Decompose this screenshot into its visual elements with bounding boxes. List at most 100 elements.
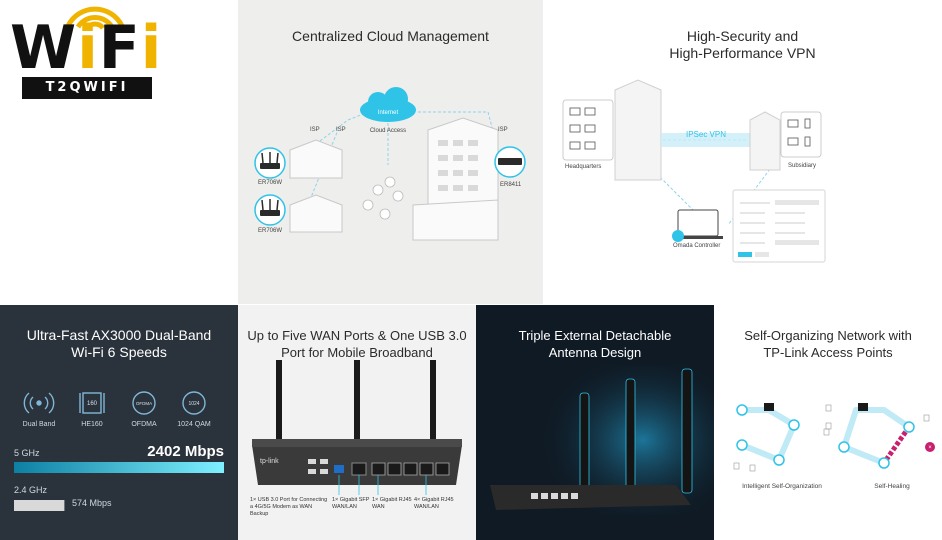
isp-label-3: ISP xyxy=(498,127,508,133)
rj45-ports xyxy=(371,462,450,476)
antenna-3 xyxy=(681,368,693,494)
access-points-cluster xyxy=(362,176,404,220)
antenna-title-line1: Triple External Detachable xyxy=(518,328,672,343)
wan-title-line1: Up to Five WAN Ports & One USB 3.0 xyxy=(247,328,467,343)
callout-rj45-wan: 1× Gigabit RJ45 WAN xyxy=(372,497,412,510)
vpn-panel-title: High-Security and High-Performance VPN xyxy=(543,28,942,62)
ap-node xyxy=(736,404,748,416)
router-front-illustration: tp-link 1× USB 3.0 Port for Connecting a… xyxy=(250,360,462,517)
wifi6-features-graphic: 160 OFDMA 1024 Dual Band HE160 OFDMA 102… xyxy=(14,391,224,511)
router-er8411-icon xyxy=(494,146,526,178)
svg-text:×: × xyxy=(928,445,932,451)
qam-badge: 1024 xyxy=(188,401,199,407)
band-5ghz-speed: 2402 Mbps xyxy=(147,443,224,460)
ap-node xyxy=(903,421,915,433)
he160-badge: 160 xyxy=(87,401,98,407)
antenna-1 xyxy=(579,392,590,494)
controller-label: Omada Controller xyxy=(673,243,720,249)
feature-label-qam: 1024 QAM xyxy=(177,421,211,428)
wifi-signal-icon xyxy=(65,6,125,30)
callout-rj45-wan-lan: 4× Gigabit RJ45 WAN/LAN xyxy=(414,497,454,510)
dual-band-icon xyxy=(23,392,55,414)
router-er706w-icon-2 xyxy=(254,194,286,226)
cloud-internet-label: Internet xyxy=(378,110,399,116)
isp-label-1: ISP xyxy=(310,127,320,133)
logo-wordmark: WiFi xyxy=(10,18,162,78)
failed-link xyxy=(881,425,912,465)
sfp-port xyxy=(351,462,367,476)
controller-cloud-icon xyxy=(672,230,684,242)
selforg-panel-title: Self-Organizing Network with TP-Link Acc… xyxy=(714,327,942,361)
hq-building xyxy=(614,79,662,181)
callout-sfp: 1× Gigabit SFP WAN/LAN xyxy=(332,497,370,510)
vpn-title-line1: High-Security and xyxy=(686,28,799,44)
antenna-2 xyxy=(625,378,636,490)
qam-icon xyxy=(182,391,206,415)
feature-label-ofdma: OFDMA xyxy=(131,421,157,428)
ap-node xyxy=(736,439,748,451)
cloud-panel-title: Centralized Cloud Management xyxy=(238,28,543,45)
subsidiary-building xyxy=(749,111,781,171)
vpn-network-diagram: Headquarters IPSec VPN Subsidiary Omada … xyxy=(562,79,826,263)
cloud-icon xyxy=(360,87,416,122)
ofdma-icon xyxy=(132,391,156,415)
feature-label-he160: HE160 xyxy=(81,421,103,428)
mesh-network-diagram: × xyxy=(733,403,935,472)
wifi6-title-line1: Ultra-Fast AX3000 Dual-Band xyxy=(26,327,212,343)
gateway-router-1 xyxy=(764,403,774,411)
subsidiary-label: Subsidiary xyxy=(788,163,816,169)
router-side-body xyxy=(490,485,691,510)
cloud-access-label: Cloud Access xyxy=(370,128,406,134)
wifi6-panel-title: Ultra-Fast AX3000 Dual-Band Wi-Fi 6 Spee… xyxy=(0,327,238,361)
cloud-management-panel: Centralized Cloud Management Internet Cl… xyxy=(238,0,543,304)
antenna-middle xyxy=(354,360,360,440)
antenna-panel: Triple External Detachable Antenna Desig… xyxy=(476,305,714,540)
subsidiary-device-panel xyxy=(780,111,822,158)
selforg-title-line1: Self-Organizing Network with xyxy=(744,328,912,343)
vpn-tunnel xyxy=(661,133,751,147)
callout-usb: 1× USB 3.0 Port for Connecting a 4G/5G M… xyxy=(250,497,328,517)
selforg-caption-2: Self-Healing xyxy=(874,483,910,490)
selforg-title-line2: TP-Link Access Points xyxy=(763,345,893,360)
ap-node xyxy=(773,454,785,466)
brand-logo-panel: WiFi T2QWIFI xyxy=(0,0,238,304)
antenna-left xyxy=(276,360,282,440)
logo-letter-w: W xyxy=(10,13,78,83)
wifi6-title-line2: Wi-Fi 6 Speeds xyxy=(71,344,167,360)
cloud-title-text: Centralized Cloud Management xyxy=(292,28,489,44)
logo-letter-i2: i xyxy=(140,13,163,83)
wan-ports-panel: Up to Five WAN Ports & One USB 3.0 Port … xyxy=(238,305,476,540)
router-label-1: ER706W xyxy=(258,180,282,186)
band-24ghz-speed: 574 Mbps xyxy=(72,498,112,508)
router-label-2: ER706W xyxy=(258,228,282,234)
hq-label: Headquarters xyxy=(565,164,601,170)
logo-letter-f: F xyxy=(98,13,141,83)
wan-panel-title: Up to Five WAN Ports & One USB 3.0 Port … xyxy=(238,327,476,361)
band-24ghz-label: 2.4 GHz xyxy=(14,485,48,495)
vpn-title-line2: High-Performance VPN xyxy=(669,45,816,61)
isp-label-2: ISP xyxy=(336,127,346,133)
he160-icon xyxy=(79,392,105,414)
router-brand: tp-link xyxy=(260,458,279,465)
wifi6-speed-panel: Ultra-Fast AX3000 Dual-Band Wi-Fi 6 Spee… xyxy=(0,305,238,540)
band-24ghz-bar xyxy=(14,500,65,511)
ap-node xyxy=(788,419,800,431)
ofdma-badge: OFDMA xyxy=(136,401,152,406)
controller-laptop xyxy=(677,209,719,237)
cloud-network-diagram: Internet Cloud Access ISP ISP ISP xyxy=(254,87,526,241)
vpn-panel: High-Security and High-Performance VPN H… xyxy=(543,0,942,304)
usb-port xyxy=(334,465,344,473)
band-5ghz-label: 5 GHz xyxy=(14,448,40,458)
logo-subtitle: T2QWIFI xyxy=(22,77,152,99)
antenna-panel-title: Triple External Detachable Antenna Desig… xyxy=(476,327,714,361)
band-5ghz-bar xyxy=(14,462,224,473)
selforg-caption-1: Intelligent Self-Organization xyxy=(742,483,822,490)
antenna-router-illustration xyxy=(490,365,714,515)
antenna-title-line2: Antenna Design xyxy=(548,345,642,360)
failure-x-icon xyxy=(925,442,935,452)
vpn-tunnel-label: IPSec VPN xyxy=(686,130,726,139)
logo-letter-i: i xyxy=(77,13,99,83)
gateway-router-2 xyxy=(858,403,868,411)
router-er706w-icon-1 xyxy=(254,147,286,179)
antenna-right xyxy=(430,360,436,440)
